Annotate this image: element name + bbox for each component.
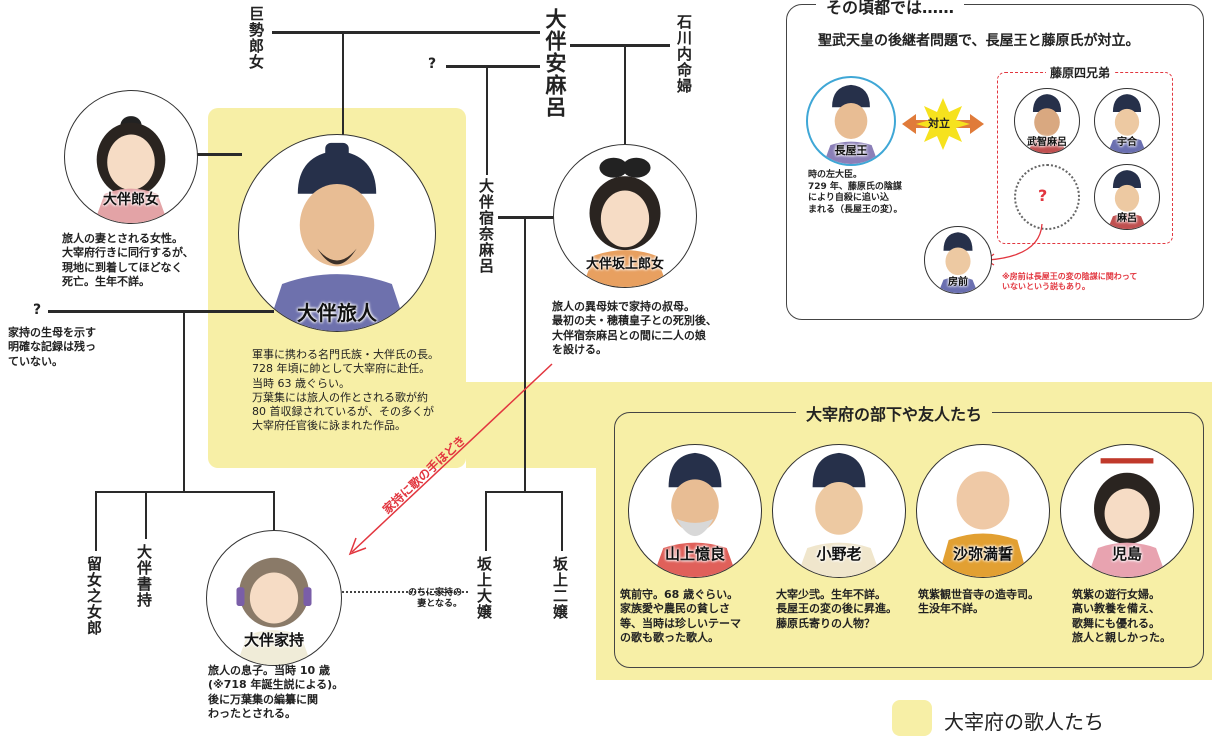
label-nino: 坂上二嬢 bbox=[551, 556, 569, 620]
portrait-muchimaro: 武智麻呂 bbox=[1014, 88, 1080, 154]
woman-portrait-icon bbox=[94, 116, 168, 223]
name-tabito: 大伴旅人 bbox=[297, 301, 377, 325]
legend-swatch bbox=[892, 700, 932, 736]
line-sakanoue-descent bbox=[624, 46, 626, 144]
name-nagaya: 長屋王 bbox=[834, 144, 868, 157]
portrait-iratsume: 大伴郎女 bbox=[64, 90, 198, 224]
man-portrait-icon bbox=[1107, 170, 1147, 229]
man-portrait-icon bbox=[1027, 94, 1067, 153]
unknown-brother-slot bbox=[1014, 164, 1080, 230]
line-children-bar bbox=[95, 491, 275, 493]
desc-tabito: 軍事に携わる名門氏族・大伴氏の長。 728 年頃に帥として大宰府に赴任。 当時 … bbox=[252, 348, 439, 433]
marriage-note: のちに家持の 妻となる。 bbox=[408, 588, 463, 609]
label-ishikawa: 石川内命婦 bbox=[675, 14, 693, 94]
portrait-oyu: 小野老 bbox=[772, 444, 906, 578]
desc-iratsume: 旅人の妻とされる女性。 大宰府行きに同行するが、 現地に到着してほどなく 死亡。… bbox=[62, 232, 194, 288]
man-portrait-icon bbox=[1107, 94, 1147, 153]
man-portrait-icon bbox=[652, 452, 738, 577]
portrait-maro: 麻呂 bbox=[1094, 164, 1160, 230]
line-yakamochi-descent bbox=[183, 312, 185, 492]
man-portrait-icon bbox=[796, 452, 882, 577]
name-kojima: 児島 bbox=[1111, 545, 1142, 563]
label-unknown-top: ? bbox=[428, 56, 437, 72]
name-fusasaki: 房前 bbox=[948, 277, 968, 288]
name-sakanoue: 大伴坂上郎女 bbox=[585, 257, 664, 272]
label-kakimochi: 大伴書持 bbox=[135, 544, 153, 608]
line-sukuna-descent bbox=[486, 67, 488, 175]
desc-yakamochi: 旅人の息子。当時 10 歳 (※718 年誕生説による)。 後に万葉集の編纂に関… bbox=[208, 664, 344, 720]
label-yasumaro: 大伴安麻呂 bbox=[543, 8, 567, 118]
line-mother-marriage bbox=[48, 310, 274, 313]
man-portrait-icon bbox=[266, 142, 408, 331]
desc-sakanoue: 旅人の異母妹で家持の叔母。 最初の夫・穂積皇子との死別後、 大伴宿奈麻呂との間に… bbox=[552, 300, 717, 356]
line-nino-drop bbox=[561, 491, 563, 551]
name-iratsume: 大伴郎女 bbox=[103, 192, 159, 208]
portrait-yakamochi: 大伴家持 bbox=[206, 530, 342, 666]
legend-label: 大宰府の歌人たち bbox=[944, 710, 1104, 734]
child-portrait-icon bbox=[236, 557, 312, 665]
label-kose: 巨勢郎女 bbox=[247, 6, 265, 70]
label-ooiratsume: 坂上大嬢 bbox=[475, 556, 493, 620]
line-iratsume-marriage bbox=[196, 153, 242, 156]
unknown-brother-label: ? bbox=[1038, 186, 1048, 205]
label-unknown-mother: ? bbox=[33, 302, 42, 318]
portrait-umakai: 宇合 bbox=[1094, 88, 1160, 154]
fusasaki-arrow bbox=[984, 223, 1043, 266]
name-yakamochi: 大伴家持 bbox=[243, 631, 304, 649]
portrait-nagaya: 長屋王 bbox=[806, 76, 896, 166]
conflict-label: 対立 bbox=[928, 117, 950, 130]
name-muchimaro: 武智麻呂 bbox=[1027, 137, 1067, 148]
portrait-sakanoue: 大伴坂上郎女 bbox=[553, 144, 697, 288]
era-subtitle: 聖武天皇の後継者問題で、長屋王と藤原氏が対立。 bbox=[818, 33, 1140, 49]
line-daughters-bar bbox=[485, 491, 563, 493]
monk-portrait-icon bbox=[938, 471, 1028, 577]
line-tabito-descent bbox=[342, 32, 344, 140]
line-future-marriage bbox=[342, 591, 468, 593]
conflict-burst-icon bbox=[902, 98, 984, 150]
name-mansei: 沙弥満誓 bbox=[952, 545, 1013, 563]
highlight-sakanoue-strip bbox=[466, 382, 606, 468]
label-rume: 留女之女郎 bbox=[85, 556, 103, 636]
name-oyu: 小野老 bbox=[816, 545, 862, 563]
label-sukunamaro: 大伴宿奈麻呂 bbox=[477, 178, 495, 274]
portrait-mansei: 沙弥満誓 bbox=[916, 444, 1050, 578]
man-portrait-icon bbox=[938, 232, 978, 293]
desc-nagaya: 時の左大臣。 729 年、藤原氏の陰謀 により自殺に追い込 まれる（長屋王の変）… bbox=[808, 170, 903, 216]
woman-portrait-icon bbox=[582, 157, 668, 287]
desc-okura: 筑前守。68 歳ぐらい。 家族愛や農民の貧しさ 等、当時は珍しいテーマ の歌も歌… bbox=[620, 588, 741, 644]
name-okura: 山上憶良 bbox=[664, 545, 725, 563]
line-sakanoue-marriage bbox=[498, 216, 556, 219]
line-kose-marriage bbox=[272, 31, 540, 34]
desc-oyu: 大宰少弐。生年不詳。 長屋王の変の後に昇進。 藤原氏寄りの人物？ bbox=[776, 588, 897, 630]
desc-mansei: 筑紫観世音寺の造寺司。 生没年不詳。 bbox=[918, 588, 1039, 616]
portrait-okura: 山上憶良 bbox=[628, 444, 762, 578]
line-kakimochi-drop bbox=[145, 491, 147, 539]
portrait-fusasaki: 房前 bbox=[924, 226, 992, 294]
desc-kojima: 筑紫の遊行女婦。 高い教養を備え、 歌舞にも優れる。 旅人と親しかった。 bbox=[1072, 588, 1171, 644]
man-portrait-icon bbox=[823, 84, 879, 164]
woman-portrait-icon bbox=[1087, 458, 1167, 577]
teaching-arrow bbox=[348, 363, 553, 556]
line-daughters-descent bbox=[524, 218, 526, 492]
line-rume-drop bbox=[95, 491, 97, 551]
line-ooiratsume-drop bbox=[485, 491, 487, 551]
fusasaki-note: ※房前は長屋王の変の陰謀に関わって いないという説もあり。 bbox=[1002, 272, 1138, 292]
line-unknown-marriage bbox=[446, 65, 540, 68]
fujiwara-title: 藤原四兄弟 bbox=[1046, 64, 1115, 81]
line-yakamochi-drop bbox=[273, 491, 275, 531]
dazaifu-panel-title: 大宰府の部下や友人たち bbox=[796, 401, 993, 425]
mother-note: 家持の生母を示す 明確な記録は残っ ていない。 bbox=[8, 326, 96, 368]
portrait-kojima: 児島 bbox=[1060, 444, 1194, 578]
name-umakai: 宇合 bbox=[1117, 137, 1137, 148]
era-panel-title: その頃都では…… bbox=[816, 0, 965, 18]
portrait-tabito: 大伴旅人 bbox=[238, 134, 436, 332]
line-ishikawa-marriage bbox=[570, 44, 670, 47]
name-maro: 麻呂 bbox=[1117, 213, 1137, 224]
